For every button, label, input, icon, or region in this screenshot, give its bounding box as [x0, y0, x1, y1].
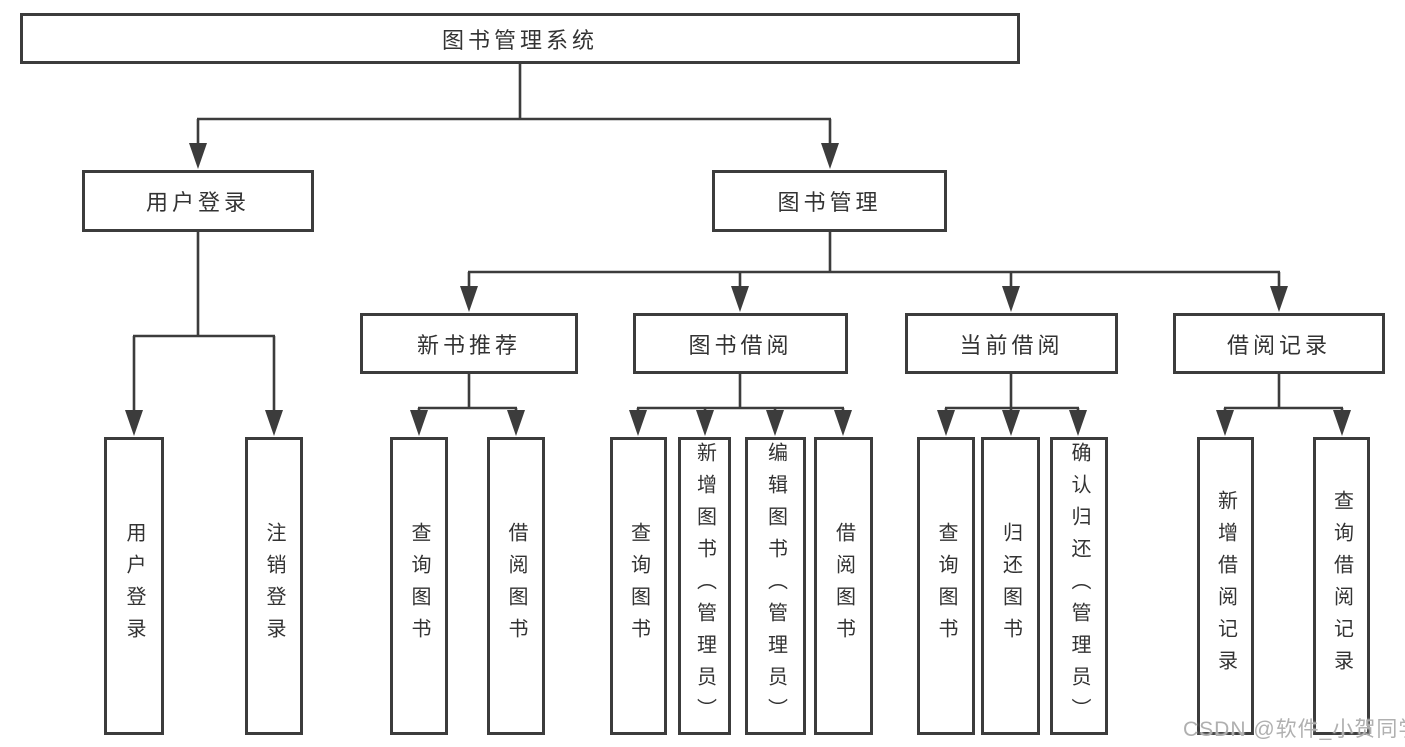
leaf-borrow-books-borrowing: 借阅图书 [814, 437, 873, 735]
node-user-login-branch: 用户登录 [82, 170, 314, 232]
leaf-query-books-recommend: 查询图书 [390, 437, 448, 735]
node-label: 图书借阅 [688, 332, 793, 358]
node-label: 用户登录 [145, 190, 250, 215]
leaf-label: 编辑图书（管理员） [764, 442, 787, 730]
leaf-label: 借阅图书 [832, 522, 855, 650]
watermark: CSDN @软件_小贺同学 [1183, 718, 1405, 741]
arrowheads [125, 143, 1351, 436]
leaf-add-books-admin: 新增图书（管理员） [678, 437, 731, 735]
node-label: 图书管理系统 [441, 27, 598, 53]
leaf-label: 查询图书 [627, 522, 650, 650]
leaf-label: 注销登录 [263, 522, 285, 650]
connector-paths [132, 64, 1344, 418]
leaf-query-books-current: 查询图书 [917, 437, 975, 735]
leaf-query-books-borrowing: 查询图书 [610, 437, 667, 735]
node-book-management: 图书管理 [712, 170, 947, 232]
node-current-borrowing: 当前借阅 [905, 313, 1118, 374]
leaf-label: 确认归还（管理员） [1068, 442, 1090, 730]
leaf-confirm-return-admin: 确认归还（管理员） [1050, 437, 1108, 735]
leaf-add-borrow-record: 新增借阅记录 [1197, 437, 1254, 735]
leaf-return-books: 归还图书 [981, 437, 1040, 735]
leaf-user-login: 用户登录 [104, 437, 164, 735]
node-label: 新书推荐 [416, 332, 521, 358]
leaf-label: 新增图书（管理员） [693, 442, 716, 730]
leaf-label: 归还图书 [999, 522, 1022, 650]
leaf-label: 查询图书 [408, 522, 430, 650]
leaf-logout: 注销登录 [245, 437, 303, 735]
leaf-edit-books-admin: 编辑图书（管理员） [745, 437, 806, 735]
node-borrowing-records: 借阅记录 [1173, 313, 1385, 374]
node-label: 图书管理 [777, 190, 882, 215]
leaf-label: 借阅图书 [505, 522, 527, 650]
node-new-book-recommendation: 新书推荐 [360, 313, 578, 374]
node-label: 借阅记录 [1226, 332, 1331, 358]
leaf-label: 新增借阅记录 [1214, 490, 1237, 682]
node-label: 当前借阅 [959, 332, 1064, 358]
leaf-label: 查询图书 [935, 522, 957, 650]
node-book-borrowing: 图书借阅 [633, 313, 848, 374]
node-library-management-system: 图书管理系统 [20, 13, 1020, 64]
leaf-borrow-books-recommend: 借阅图书 [487, 437, 545, 735]
leaf-query-borrow-record: 查询借阅记录 [1313, 437, 1370, 735]
leaf-label: 用户登录 [123, 522, 145, 650]
leaf-label: 查询借阅记录 [1330, 490, 1353, 682]
